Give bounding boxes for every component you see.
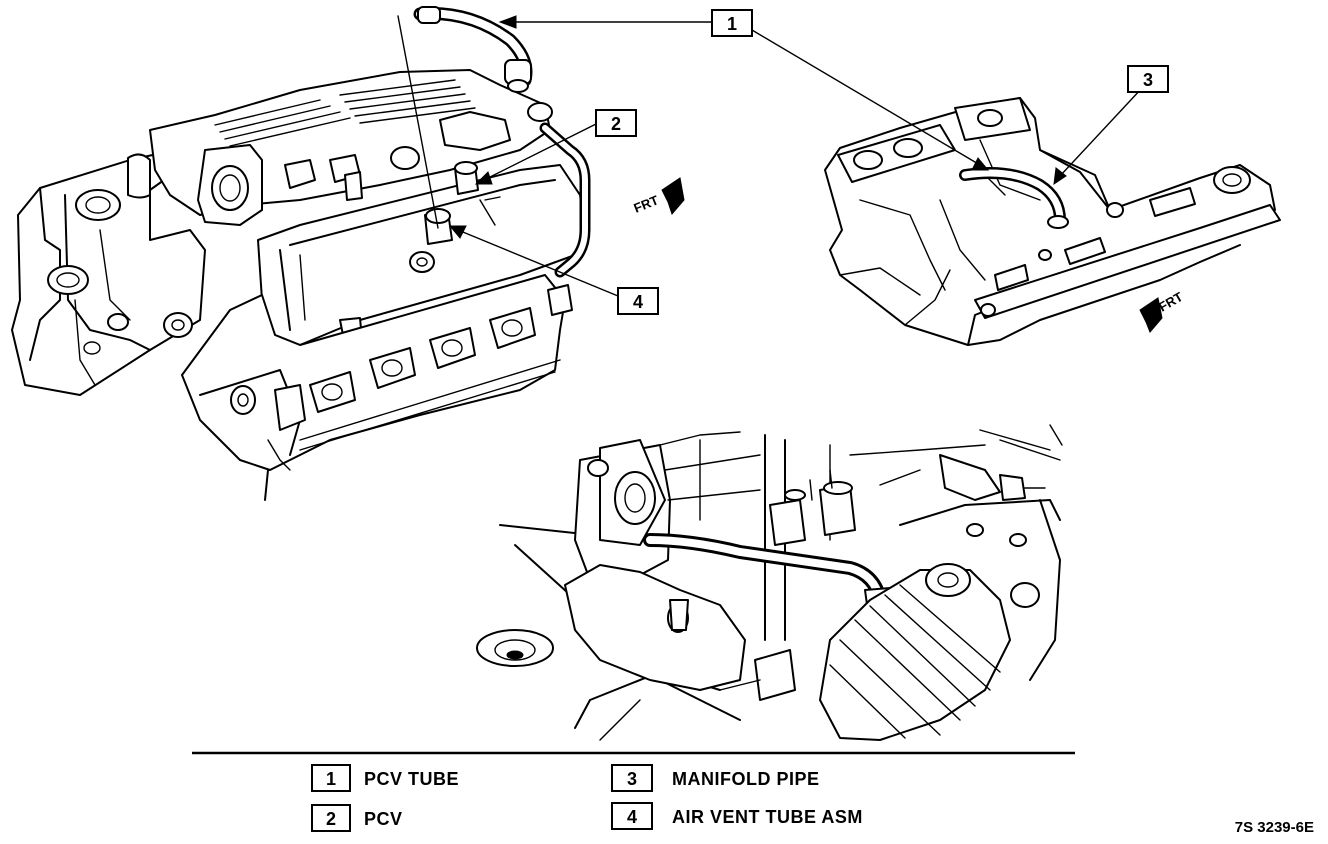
callout-4-number: 4 [633,292,643,312]
legend-item-1: 1 PCV TUBE [311,764,459,792]
engine-illustration [11,6,591,501]
legend-item-1-label: PCV TUBE [364,769,459,789]
legend-item-2-label: PCV [364,809,403,829]
air-vent-tube [424,122,591,278]
frt-label-right: FRT [1156,289,1185,315]
legend-item-4-number: 4 [627,807,637,827]
legend-item-2-number: 2 [326,809,336,829]
callout-1: 1 [711,9,753,37]
callout-4: 4 [617,287,659,315]
legend-item-4-label: AIR VENT TUBE ASM [672,807,863,827]
manifold-ribs [214,79,476,147]
pcv-valve [454,161,479,195]
callout-3: 3 [1127,65,1169,93]
frt-arrow-left: FRT [632,177,685,216]
legend-item-3-number: 3 [627,769,637,789]
pcv-tube [413,6,533,93]
manifold-pipe [959,167,1069,229]
legend-item-2: 2 PCV [311,804,403,832]
callout-2: 2 [595,109,637,137]
legend-item-3: 3 MANIFOLD PIPE [611,764,820,792]
figure-code: 7S 3239-6E [1235,819,1314,836]
duct-ribs [829,584,1001,739]
detail-view-illustration [476,424,1063,741]
leader-lines [448,15,1143,297]
frt-arrow-right: FRT [1139,289,1185,333]
legend-item-1-number: 1 [326,769,336,789]
frt-arrow-left-icon [661,177,685,215]
legend-item-3-label: MANIFOLD PIPE [672,769,820,789]
legend-item-4: 4 AIR VENT TUBE ASM [611,802,863,830]
callout-1-number: 1 [727,14,737,34]
frt-label-left: FRT [632,192,661,215]
intake-manifold-illustration [824,97,1281,346]
callout-2-number: 2 [611,114,621,134]
frt-arrow-right-icon [1139,297,1163,333]
callout-3-number: 3 [1143,70,1153,90]
